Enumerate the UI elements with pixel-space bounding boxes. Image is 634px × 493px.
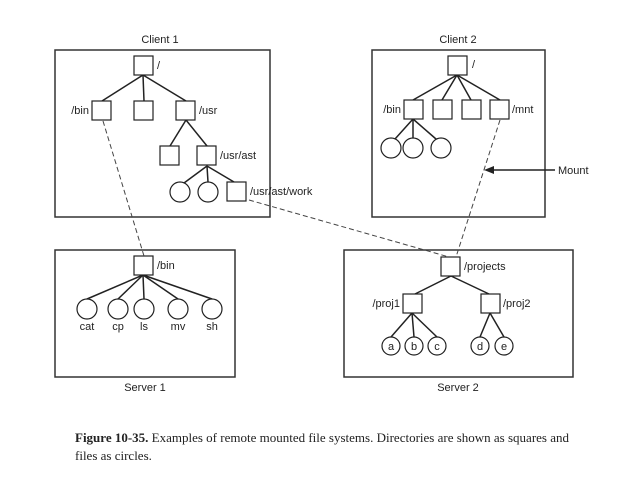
- server2-file: [470, 336, 490, 356]
- client1-usr-ast-dir: [196, 145, 217, 166]
- server2-file-label: b: [411, 341, 417, 353]
- server2-file-label: a: [388, 341, 395, 353]
- caption-label: Figure 10-35.: [75, 430, 149, 445]
- server2-file-label: c: [434, 341, 440, 353]
- client1-root-label: /: [157, 60, 161, 72]
- client2-root-dir: [447, 55, 468, 76]
- client1-title: Client 1: [141, 34, 178, 46]
- client2-dir: [432, 99, 453, 120]
- client2-bin-dir: [403, 99, 424, 120]
- client2-title: Client 2: [439, 34, 476, 46]
- server2: Server 2 /projects /proj1 /proj2 a b c d e: [343, 249, 574, 394]
- server2-file: [381, 336, 401, 356]
- mount-link-work: [248, 199, 450, 258]
- server2-title: Server 2: [437, 382, 479, 394]
- arrowhead-icon: [484, 166, 494, 174]
- client1-bin-label: /bin: [71, 105, 89, 117]
- server2-file: [404, 336, 424, 356]
- client1-usr-ast-work-dir: [226, 181, 247, 202]
- server1-box: [54, 249, 236, 378]
- server2-projects-label: /projects: [464, 261, 506, 273]
- mount-label: Mount: [558, 165, 589, 177]
- client2-bin-label: /bin: [383, 104, 401, 116]
- server2-proj2-label: /proj2: [503, 298, 531, 310]
- figure-caption: Figure 10-35. Examples of remote mounted…: [75, 429, 575, 465]
- client1-usr-label: /usr: [199, 105, 218, 117]
- server2-projects-dir: [440, 256, 461, 277]
- client2-dir: [461, 99, 482, 120]
- client1-box: [54, 49, 271, 218]
- server2-proj1-dir: [402, 293, 423, 314]
- server1-bin-dir: [133, 255, 154, 276]
- client2-box: [371, 49, 546, 218]
- server2-file: [427, 336, 447, 356]
- client2-mnt-dir: [489, 99, 510, 120]
- server1-file: [133, 298, 155, 320]
- server1-bin-label: /bin: [157, 260, 175, 272]
- client1-dir: [133, 100, 154, 121]
- client1-file: [169, 181, 191, 203]
- client2-file: [430, 137, 452, 159]
- server1-file-label: cat: [80, 321, 95, 333]
- server2-file: [494, 336, 514, 356]
- client1-usr-dir: [175, 100, 196, 121]
- server1-file-label: sh: [206, 321, 218, 333]
- client1-dir: [159, 145, 180, 166]
- client2: Client 2 / /bin /mnt Mount: [371, 34, 589, 218]
- client1-bin-dir: [91, 100, 112, 121]
- client2-root-label: /: [472, 59, 476, 71]
- server1-file-label: cp: [112, 321, 124, 333]
- client1-usr-ast-work-label: /usr/ast/work: [250, 186, 313, 198]
- server2-file-label: d: [477, 341, 483, 353]
- client1-usr-ast-label: /usr/ast: [220, 150, 256, 162]
- client2-mnt-label: /mnt: [512, 104, 533, 116]
- caption-text: Examples of remote mounted file systems.…: [75, 430, 569, 463]
- server1-title: Server 1: [124, 382, 166, 394]
- mount-link-mnt: [455, 119, 501, 258]
- server1-file-label: ls: [140, 321, 148, 333]
- client2-file: [402, 137, 424, 159]
- server1-file: [167, 298, 189, 320]
- server1-file: [201, 298, 223, 320]
- client1-file: [197, 181, 219, 203]
- server2-file-label: e: [501, 341, 507, 353]
- client1-root-dir: [133, 55, 154, 76]
- server1: Server 1 /bin cat cp ls mv sh: [54, 249, 236, 394]
- client1: Client 1 / /bin /usr /usr/ast /usr/ast/w…: [54, 34, 313, 218]
- client2-file: [380, 137, 402, 159]
- mount-link-bin: [102, 120, 145, 257]
- server2-proj2-dir: [480, 293, 501, 314]
- server2-proj1-label: /proj1: [372, 298, 400, 310]
- server1-file: [76, 298, 98, 320]
- server1-file-label: mv: [171, 321, 186, 333]
- server1-file: [107, 298, 129, 320]
